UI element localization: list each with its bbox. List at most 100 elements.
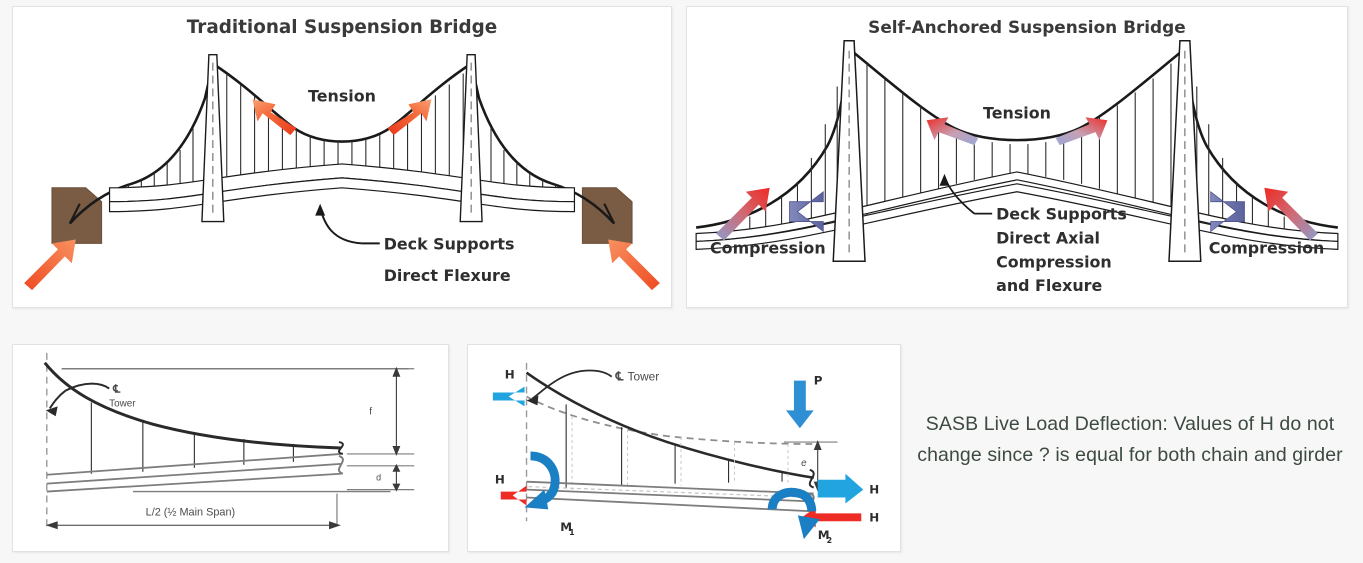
sa-tension-arrow-right <box>1055 117 1108 146</box>
fd-tower-label: Tower <box>628 370 660 384</box>
tension-label: Tension <box>308 86 376 105</box>
main-cable-main-span <box>212 62 472 143</box>
fd-girder-top <box>526 480 814 495</box>
fd-hanger-group <box>565 404 783 488</box>
load-arrow-p <box>786 380 814 429</box>
compression-arrow-right <box>1210 190 1245 233</box>
main-cable-left-backstay <box>68 63 215 225</box>
tower-left <box>201 53 225 223</box>
deck-callout-line2: Direct Flexure <box>384 266 511 285</box>
compression-label-left: Compression <box>710 238 826 257</box>
fd-centerline-callout-leader <box>555 369 613 382</box>
hs-span-arrow-right <box>329 521 341 530</box>
moment-arrowhead-m2 <box>797 515 820 540</box>
moment-label-m1: M <box>560 520 572 534</box>
hs-dim-label-f: f <box>369 406 372 417</box>
h-arrow-mid-left <box>500 485 527 506</box>
sa-tower-right <box>1168 40 1202 263</box>
fd-cable-deflected <box>525 371 814 479</box>
sa-main-cable-main-span <box>848 47 1186 142</box>
sa-cable-force-arrow-left <box>716 187 770 241</box>
hanger-group-main <box>226 73 464 190</box>
hs-span-label: L/2 (½ Main Span) <box>146 506 235 518</box>
sa-main-cable-left <box>695 48 851 229</box>
deck-callout-leader <box>319 207 362 245</box>
h-label-top-left: H <box>505 368 515 382</box>
compression-label-right: Compression <box>1209 238 1325 257</box>
hs-girder-mid <box>46 462 341 485</box>
sa-callout-line1: Deck Supports <box>996 205 1127 224</box>
traditional-bridge-diagram: Traditional Suspension Bridge <box>24 17 660 291</box>
compression-arrow-left <box>789 190 824 233</box>
sa-callout-line4: and Flexure <box>996 276 1102 295</box>
hs-centerline-callout-tail <box>48 389 67 409</box>
fd-break-symbol-top <box>808 468 815 489</box>
sa-cable-force-arrow-right <box>1264 187 1318 241</box>
moment-arrow-m2 <box>767 487 817 512</box>
sa-deck-callout-arrowhead <box>939 173 950 186</box>
hs-dim-arrow-f-top <box>392 366 401 377</box>
anchor-cable-stub-right <box>603 203 616 225</box>
panel-self-anchored-suspension-bridge: Self-Anchored Suspension Bridge <box>686 6 1348 308</box>
hs-dim-arrow-d-bottom <box>392 483 401 492</box>
moment-label-m2-sub: 2 <box>827 536 833 545</box>
panel-half-span-geometry: ℄ Tower f d L/2 (½ Main Span) <box>12 344 449 552</box>
fd-girder-bottom <box>526 496 814 513</box>
hs-break-symbol-girder <box>337 454 344 475</box>
sa-main-cable-right <box>1183 48 1339 229</box>
caption-text: SASB Live Load Deflection: Values of H d… <box>917 413 1343 466</box>
force-diagram: ℄ Tower H H M 1 P e H H M 2 <box>492 362 879 545</box>
moment-arrowhead-m1 <box>524 489 549 510</box>
anchorage-force-arrow-right <box>608 239 660 291</box>
fd-girder-undeflected <box>528 486 814 499</box>
anchor-cable-stub-left <box>68 203 81 225</box>
sa-tower-left <box>832 40 866 263</box>
e-dim-label: e <box>801 458 807 469</box>
fd-cable-undeflected <box>526 395 814 445</box>
h-arrow-top-left <box>492 386 525 407</box>
panel-traditional-suspension-bridge: Traditional Suspension Bridge <box>12 6 672 308</box>
caption-block: SASB Live Load Deflection: Values of H d… <box>900 360 1360 520</box>
moment-label-m2: M <box>818 528 830 542</box>
sa-callout-line2: Direct Axial <box>996 228 1100 247</box>
fd-centerline-symbol: ℄ <box>615 370 624 384</box>
sa-tension-arrow-left <box>926 117 979 146</box>
hs-centerline-symbol: ℄ <box>112 384 121 396</box>
deck-callout-line1: Deck Supports <box>384 234 515 253</box>
hs-tower-label: Tower <box>109 398 136 409</box>
self-anchored-bridge-diagram: Self-Anchored Suspension Bridge <box>695 17 1339 295</box>
fd-hanger-group-undeflected <box>571 416 789 490</box>
fd-centerline-callout-tail <box>531 379 557 400</box>
fd-centerline-callout-arrowhead <box>526 395 539 406</box>
main-cable-right-backstay <box>469 63 616 225</box>
hs-dim-arrow-f-bottom <box>392 446 401 456</box>
tension-arrow-right <box>387 99 432 136</box>
fd-girder-mid <box>526 488 814 503</box>
load-label-p: P <box>814 374 823 388</box>
self-anchored-title: Self-Anchored Suspension Bridge <box>868 17 1185 37</box>
panel-force-moment-diagram: ℄ Tower H H M 1 P e H H M 2 <box>467 344 901 552</box>
hs-girder-top <box>46 453 341 476</box>
sa-tension-label: Tension <box>983 103 1051 122</box>
e-dim-arrow-top <box>813 440 822 450</box>
anchorage-force-arrow-left <box>24 239 76 291</box>
moment-label-m1-sub: 1 <box>569 528 575 537</box>
hs-span-arrow-left <box>45 521 58 530</box>
hs-cable-curve <box>43 361 341 450</box>
tower-right <box>459 53 483 223</box>
deck-callout-arrowhead <box>315 203 326 216</box>
hs-girder-bottom <box>46 472 341 493</box>
hs-dim-label-d: d <box>376 473 381 483</box>
hs-break-symbol-cable <box>337 441 344 455</box>
h-label-lower-right: H <box>869 510 879 524</box>
sa-bridge-deck-underside <box>695 183 1339 251</box>
h-arrow-lower-right <box>801 507 862 528</box>
h-arrow-mid-right <box>817 473 864 504</box>
tension-arrow-left <box>252 99 297 136</box>
half-span-diagram: ℄ Tower f d L/2 (½ Main Span) <box>43 352 415 532</box>
hs-centerline-callout-leader <box>65 382 110 392</box>
sa-callout-line3: Compression <box>996 252 1112 271</box>
h-label-mid-right: H <box>869 483 879 497</box>
hs-dim-arrow-d-top <box>392 463 401 472</box>
traditional-title: Traditional Suspension Bridge <box>187 17 497 38</box>
